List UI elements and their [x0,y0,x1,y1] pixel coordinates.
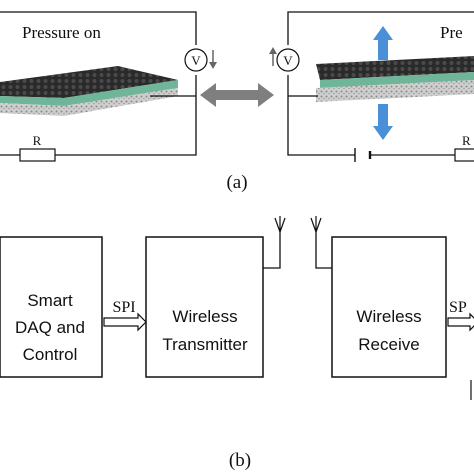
svg-text:Wireless: Wireless [356,307,421,326]
down-arrow-icon [209,50,217,69]
block-wireless-transmitter: Wireless Transmitter [145,236,264,378]
antenna-tx-icon [263,216,286,269]
svg-text:DAQ and: DAQ and [15,318,85,337]
spi-link-left: SPI [103,299,147,332]
sensor-pad-left [0,66,178,116]
panel-b-label: (b) [229,450,251,471]
svg-text:Receive: Receive [358,335,419,354]
svg-text:Wireless: Wireless [172,307,237,326]
bidirectional-arrow-icon [200,83,274,107]
circuit-wire-right [287,11,474,156]
svg-text:V: V [283,53,293,68]
svg-text:Smart: Smart [27,291,73,310]
sensor-pad-right [316,56,474,102]
voltmeter-left: V [184,48,208,72]
blue-up-arrow-icon [373,26,393,60]
svg-text:V: V [191,53,201,68]
block-wireless-receive: Wireless Receive [331,236,447,378]
voltmeter-right: V [276,48,300,72]
pressure-off-caption: Pre [440,23,463,42]
svg-text:R: R [33,133,42,148]
block-smart-daq: Smart DAQ and Control [0,236,103,378]
panel-b: Smart DAQ and Control SPI Wireless Trans… [0,216,474,400]
resistor-right: R [454,133,474,162]
resistor-left: R [19,133,56,162]
svg-text:SPI: SPI [112,299,135,316]
pressure-on-caption: Pressure on [22,23,101,42]
svg-text:Control: Control [23,345,78,364]
panel-a-left: Pressure on V R [0,11,217,162]
antenna-rx-icon [310,216,332,269]
panel-a-right: Pre V R [269,11,474,162]
blue-down-arrow-icon [373,104,393,140]
up-arrow-icon [269,47,277,66]
circuit-wire-left [0,11,197,156]
panel-a-label: (a) [226,172,247,193]
spi-link-right: SP [447,299,474,332]
battery-icon [354,148,372,162]
svg-text:Transmitter: Transmitter [162,335,248,354]
svg-text:R: R [462,133,471,148]
svg-text:SP: SP [449,299,467,316]
